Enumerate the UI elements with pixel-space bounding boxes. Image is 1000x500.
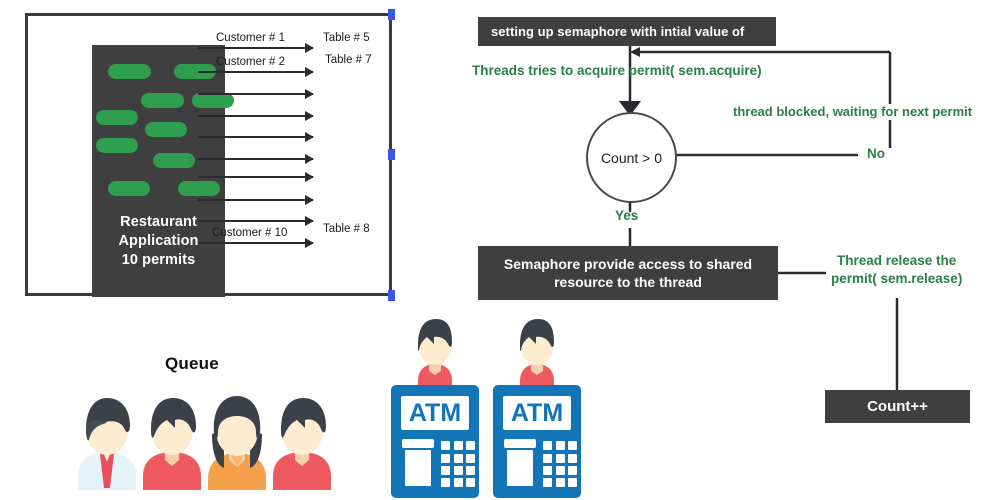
arrowhead-blocked-back — [630, 47, 640, 57]
semaphore-setup-label: setting up semaphore with intial value o… — [491, 24, 745, 39]
app-box-label-line-2: Application — [118, 233, 199, 249]
app-box-label-line-3: 10 permits — [121, 252, 196, 268]
table-label-1: Table # 5 — [323, 32, 370, 44]
permit-pill — [145, 122, 187, 137]
customer-label-10: Customer # 10 — [212, 227, 288, 239]
restaurant-application-box[interactable]: Restaurant Application 10 permits — [92, 45, 234, 297]
customer-flow-arrow — [198, 216, 314, 226]
thread-release-line-2: permit( sem.release) — [831, 271, 963, 286]
thread-release-label: Thread release the permit( sem.release) — [831, 252, 962, 288]
permit-pill — [192, 93, 234, 108]
permit-pill — [96, 110, 138, 125]
avatar-person-red-shirt-2 — [273, 398, 331, 490]
branch-no-label: No — [867, 146, 885, 161]
thread-blocked-label: thread blocked, waiting for next permit — [733, 104, 973, 119]
permit-pill — [153, 153, 195, 168]
customer-flow-arrow — [198, 89, 314, 99]
selection-handle-middle-right[interactable] — [388, 149, 395, 160]
permit-pill — [96, 138, 138, 153]
customer-flow-arrow — [198, 111, 314, 121]
customer-flow-arrow — [198, 172, 314, 182]
count-decision-label: Count > 0 — [600, 149, 663, 166]
selection-handle-bottom-right[interactable] — [388, 290, 395, 301]
atm-machine-2[interactable]: ATM — [487, 313, 587, 500]
acquire-permit-label: Threads tries to acquire permit( sem.acq… — [472, 63, 762, 78]
customer-flow-arrow — [198, 132, 314, 142]
customer-label-1: Customer # 1 — [216, 32, 286, 44]
semaphore-access-line-1: Semaphore provide access to shared — [503, 256, 753, 272]
customer-label-2: Customer # 2 — [216, 56, 286, 68]
avatar-person-woman-orange — [208, 396, 266, 490]
customer-flow-arrow — [198, 154, 314, 164]
semaphore-access-box[interactable]: Semaphore provide access to shared resou… — [478, 246, 778, 300]
table-label-2: Table # 7 — [325, 54, 372, 66]
semaphore-setup-box[interactable]: setting up semaphore with intial value o… — [478, 17, 776, 46]
restaurant-panel-frame[interactable]: Restaurant Application 10 permits Custom… — [25, 13, 392, 297]
count-decision-node[interactable]: Count > 0 — [586, 112, 677, 203]
permit-pill — [174, 64, 216, 79]
table-label-10: Table # 8 — [323, 223, 370, 235]
customer-flow-arrow — [198, 238, 314, 248]
customer-flow-arrow — [198, 67, 314, 77]
app-box-label: Restaurant Application 10 permits — [92, 213, 225, 270]
avatar-person-blue-shirt-tie — [78, 398, 136, 490]
semaphore-access-label: Semaphore provide access to shared resou… — [504, 255, 752, 291]
atm-screen-label: ATM — [511, 399, 563, 427]
permit-pill — [141, 93, 184, 108]
atm-machine-1[interactable]: ATM — [385, 313, 485, 500]
avatar-person-red-shirt-1 — [143, 398, 201, 490]
atm-screen-label: ATM — [409, 399, 461, 427]
selection-handle-top-right[interactable] — [388, 9, 395, 20]
permit-pill — [108, 64, 151, 79]
permit-pill — [178, 181, 220, 196]
app-box-label-line-1: Restaurant — [120, 214, 197, 230]
customer-flow-arrow — [198, 43, 314, 53]
branch-yes-label: Yes — [615, 208, 639, 223]
semaphore-access-line-2: resource to the thread — [554, 274, 702, 290]
count-increment-box[interactable]: Count++ — [825, 390, 970, 423]
thread-release-line-1: Thread release the — [837, 253, 957, 268]
permit-pill — [108, 181, 150, 196]
customer-flow-arrow — [198, 195, 314, 205]
queue-title: Queue — [165, 354, 219, 373]
count-increment-label: Count++ — [867, 398, 928, 415]
